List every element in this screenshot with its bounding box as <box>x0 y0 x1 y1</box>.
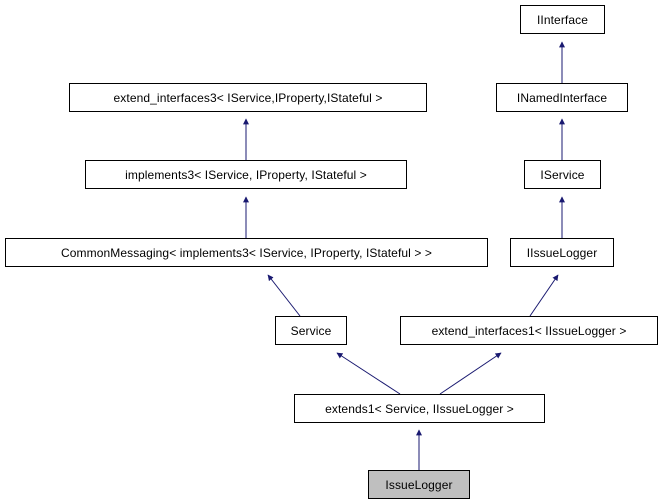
class-node-label: IssueLogger <box>385 477 453 492</box>
class-node-iinterface[interactable]: IInterface <box>520 5 605 34</box>
class-node-label: implements3< IService, IProperty, IState… <box>125 167 367 182</box>
inheritance-edge-extends1-to-service <box>336 352 401 395</box>
class-node-iissuelogger[interactable]: IIssueLogger <box>510 238 614 267</box>
class-node-label: Service <box>290 323 332 338</box>
inheritance-edge-service-to-commonmessaging <box>267 274 301 317</box>
class-node-inamedinterface[interactable]: INamedInterface <box>496 83 628 112</box>
class-node-label: IIssueLogger <box>526 245 598 260</box>
class-node-label: extend_interfaces3< IService,IProperty,I… <box>113 90 383 105</box>
class-node-implements3[interactable]: implements3< IService, IProperty, IState… <box>85 160 407 189</box>
class-node-label: CommonMessaging< implements3< IService, … <box>60 245 432 260</box>
class-node-label: IInterface <box>536 12 589 27</box>
class-node-label: extend_interfaces1< IIssueLogger > <box>431 323 627 338</box>
inheritance-edge-extends1-to-extend_interfaces1 <box>439 352 502 395</box>
class-node-label: IService <box>540 167 585 182</box>
class-node-issuelogger[interactable]: IssueLogger <box>368 470 470 499</box>
class-node-extend_interfaces3[interactable]: extend_interfaces3< IService,IProperty,I… <box>69 83 427 112</box>
class-node-extend_interfaces1[interactable]: extend_interfaces1< IIssueLogger > <box>400 316 658 345</box>
class-node-iservice[interactable]: IService <box>524 160 601 189</box>
class-node-extends1[interactable]: extends1< Service, IIssueLogger > <box>294 394 545 423</box>
inheritance-edge-extend_interfaces1-to-iissuelogger <box>529 274 559 317</box>
class-node-commonmessaging[interactable]: CommonMessaging< implements3< IService, … <box>5 238 488 267</box>
class-node-label: INamedInterface <box>516 90 608 105</box>
class-node-service[interactable]: Service <box>275 316 347 345</box>
class-node-label: extends1< Service, IIssueLogger > <box>325 401 514 416</box>
